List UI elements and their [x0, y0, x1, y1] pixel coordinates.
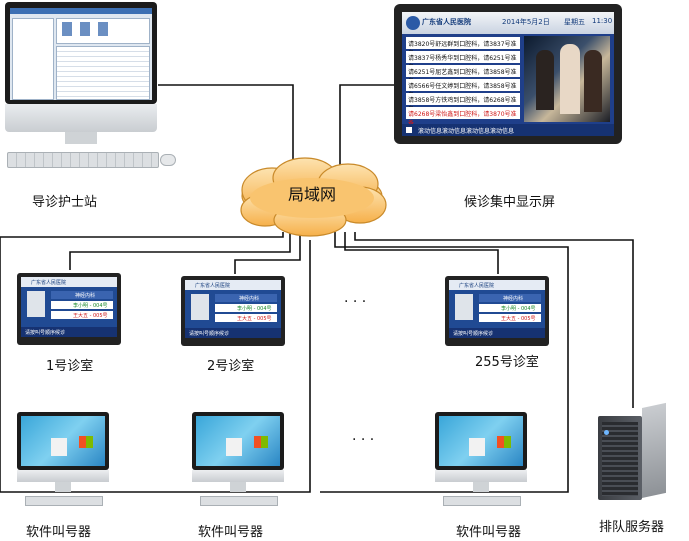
room-1-label: 1号诊室	[46, 359, 94, 374]
queue-row: 请3820号舒远群到口腔科，请3837号准备	[406, 37, 520, 57]
keyboard	[200, 496, 278, 506]
room-screen-2: 广东省人民医院 神经内科 李小明 - 004号 王大五 - 005号 请按叫号顺…	[181, 276, 285, 346]
display-weekday: 星期五	[564, 18, 585, 26]
nurse-station-label: 导诊护士站	[32, 195, 98, 210]
caller-computer-1	[17, 412, 127, 506]
windows-logo-icon	[497, 436, 511, 448]
speaker-icon	[406, 127, 412, 133]
room-2-label: 2号诊室	[207, 359, 255, 374]
ticker-bar: 滚动信息滚动信息滚动信息滚动信息	[402, 124, 614, 136]
keyboard	[25, 496, 103, 506]
caller-2-label: 软件叫号器	[198, 525, 264, 540]
room-255-label: 255号诊室	[475, 355, 539, 370]
keyboard	[7, 152, 159, 168]
monitor-chin	[5, 104, 157, 132]
queue-row: 请3837号杨秀华到口腔科，请6251号准备	[406, 51, 520, 71]
caller-computer-2	[192, 412, 302, 506]
ticker-text: 滚动信息滚动信息滚动信息滚动信息	[418, 128, 515, 135]
room-screen-255: 广东省人民医院 神经内科 李小明 - 004号 王大五 - 005号 请按叫号顺…	[445, 276, 549, 346]
queue-row: 请6251号屈艺鑫到口腔科，请3858号准备	[406, 65, 520, 85]
mouse	[160, 154, 176, 166]
display-label: 候诊集中显示屏	[464, 195, 556, 210]
room-screen-1: 广东省人民医院 神经内科 李小明 - 004号 王大五 - 005号 请按叫号顺…	[17, 273, 121, 345]
windows-logo-icon	[254, 436, 268, 448]
caller-3-label: 软件叫号器	[456, 525, 522, 540]
hospital-name: 广东省人民医院	[422, 18, 471, 26]
central-display: 广东省人民医院 2014年5月2日 星期五 11:30 请3820号舒远群到口腔…	[394, 4, 622, 144]
display-time: 11:30	[592, 17, 613, 25]
ellipsis-callers: · · ·	[352, 432, 375, 448]
power-icon	[604, 430, 609, 435]
caller-computer-3	[435, 412, 545, 506]
monitor-screen	[10, 8, 152, 100]
queue-server	[598, 402, 668, 502]
display-date: 2014年5月2日	[502, 18, 550, 26]
queue-rows: 请3820号舒远群到口腔科，请3837号准备 请3837号杨秀华到口腔科，请62…	[406, 37, 520, 127]
queue-row-highlight: 请6268号梁怡鑫到口腔科，请3870号准备	[406, 107, 520, 127]
nurse-station-computer	[5, 2, 176, 172]
queue-row: 请6566号任文婷到口腔科，请3858号准备	[406, 79, 520, 99]
lan-label: 局域网	[288, 185, 336, 204]
display-header: 广东省人民医院 2014年5月2日 星期五 11:30	[402, 12, 614, 34]
queue-row: 请3858号方铁鸡到口腔科，请6268号准备	[406, 93, 520, 113]
windows-logo-icon	[79, 436, 93, 448]
display-screen: 广东省人民医院 2014年5月2日 星期五 11:30 请3820号舒远群到口腔…	[402, 12, 614, 136]
server-label: 排队服务器	[599, 520, 665, 535]
hospital-logo-icon	[406, 16, 420, 30]
keyboard	[443, 496, 521, 506]
movie-poster-image	[524, 36, 610, 122]
ellipsis-rooms: · · ·	[344, 294, 367, 310]
caller-1-label: 软件叫号器	[26, 525, 92, 540]
